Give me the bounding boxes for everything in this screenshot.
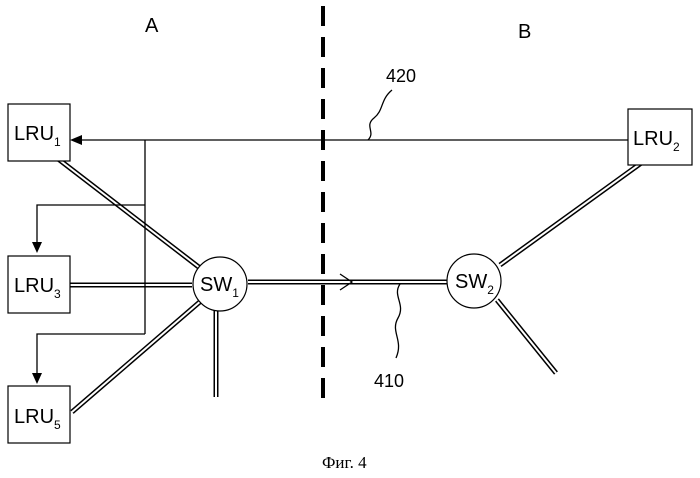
ref-420-label: 420 bbox=[386, 66, 416, 86]
ref-410-leader bbox=[395, 284, 400, 358]
thin-links bbox=[32, 135, 628, 384]
lru1-box: LRU1 bbox=[8, 104, 70, 161]
sw1-node: SW1 bbox=[193, 257, 247, 311]
lru2-box: LRU2 bbox=[628, 109, 692, 165]
ref-420-leader bbox=[368, 90, 392, 140]
double-links bbox=[40, 145, 662, 412]
figure-caption: Фиг. 4 bbox=[322, 453, 367, 472]
lru3-box: LRU3 bbox=[8, 256, 70, 313]
lru5-box: LRU5 bbox=[8, 386, 70, 443]
zone-label-a: A bbox=[145, 15, 159, 37]
zone-label-b: B bbox=[518, 21, 531, 43]
ref-410-label: 410 bbox=[374, 371, 404, 391]
sw2-node: SW2 bbox=[447, 254, 501, 308]
